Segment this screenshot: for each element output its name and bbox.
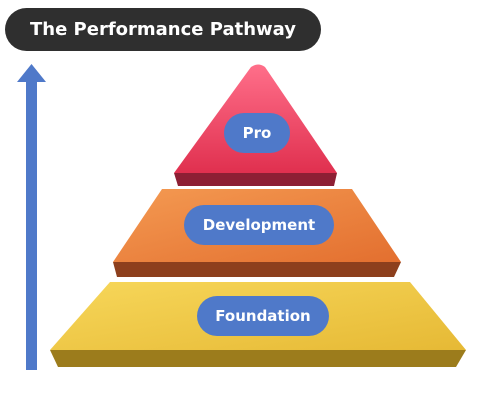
tier-label-development: Development <box>184 205 334 245</box>
upward-arrow-icon <box>17 64 46 370</box>
page-title: The Performance Pathway <box>5 8 321 51</box>
tier-label-foundation: Foundation <box>197 296 329 336</box>
tier-label-pro: Pro <box>224 113 290 153</box>
